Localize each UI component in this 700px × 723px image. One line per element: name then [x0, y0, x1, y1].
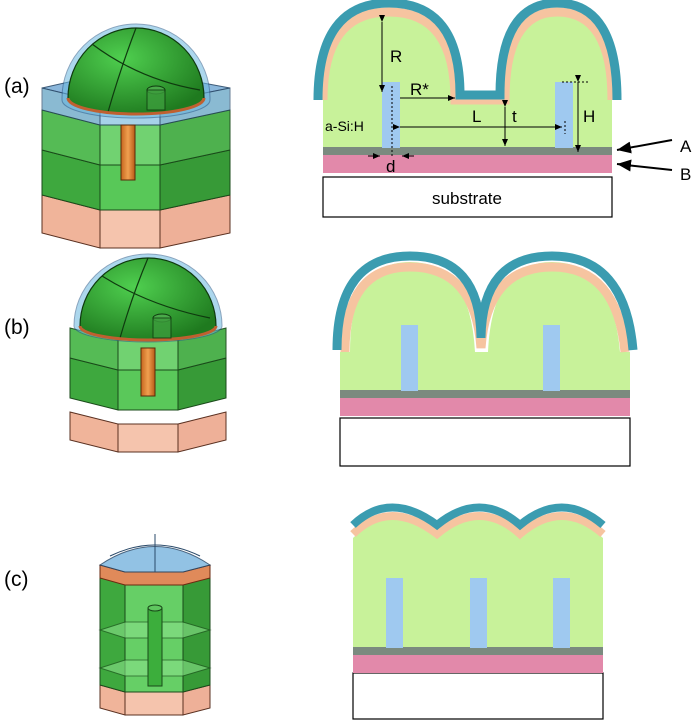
- nanorod-b-2: [543, 325, 560, 391]
- layer-a-c: [353, 647, 603, 655]
- cross-section-b: [332, 251, 638, 467]
- render-3d-c: [98, 534, 212, 716]
- label-material: a-Si:H: [325, 118, 364, 134]
- substrate-box-c: [352, 672, 604, 720]
- nanorod-b-1: [401, 325, 418, 391]
- peach-layer-a: [318, 7, 617, 105]
- nanorod-a-2: [555, 82, 573, 148]
- substrate-box-a: [322, 176, 613, 218]
- cross-section-a: R R* L t H d a-Si:H A B substrate: [313, 0, 692, 218]
- render-3d-b: [69, 253, 227, 453]
- arrow-a: [616, 139, 673, 154]
- cross-section-c: [350, 503, 606, 720]
- label-layer-a: A: [680, 137, 692, 156]
- label-r: R: [390, 47, 402, 66]
- nanorod-c-2: [470, 578, 487, 648]
- label-r-star: R*: [410, 80, 429, 99]
- label-l: L: [472, 107, 481, 126]
- label-d: d: [386, 157, 395, 176]
- peach-layer-b: [340, 262, 630, 353]
- peach-layer-c: [350, 512, 606, 540]
- arrow-b: [616, 159, 673, 172]
- render-3d-a: [41, 23, 231, 249]
- substrate-box-b: [339, 417, 631, 467]
- layer-b-b: [340, 398, 630, 416]
- panel-label-b: (b): [4, 316, 30, 339]
- layer-b-a: [323, 155, 612, 173]
- teal-coating-b: [332, 251, 638, 351]
- teal-coating-a: [313, 0, 622, 101]
- panel-label-c: (c): [4, 568, 29, 591]
- nanorod-a-1: [382, 82, 400, 148]
- nanorod-c-1: [386, 578, 403, 648]
- nanorod-c-3: [553, 578, 570, 648]
- layer-b-c: [353, 655, 603, 673]
- label-t: t: [512, 107, 517, 126]
- teal-coating-c: [350, 503, 606, 531]
- label-substrate: substrate: [432, 189, 502, 208]
- panel-label-a: (a): [4, 75, 30, 98]
- label-h: H: [583, 107, 595, 126]
- label-layer-b: B: [680, 165, 691, 184]
- layer-a-b: [340, 390, 630, 398]
- layer-a-a: [323, 147, 612, 155]
